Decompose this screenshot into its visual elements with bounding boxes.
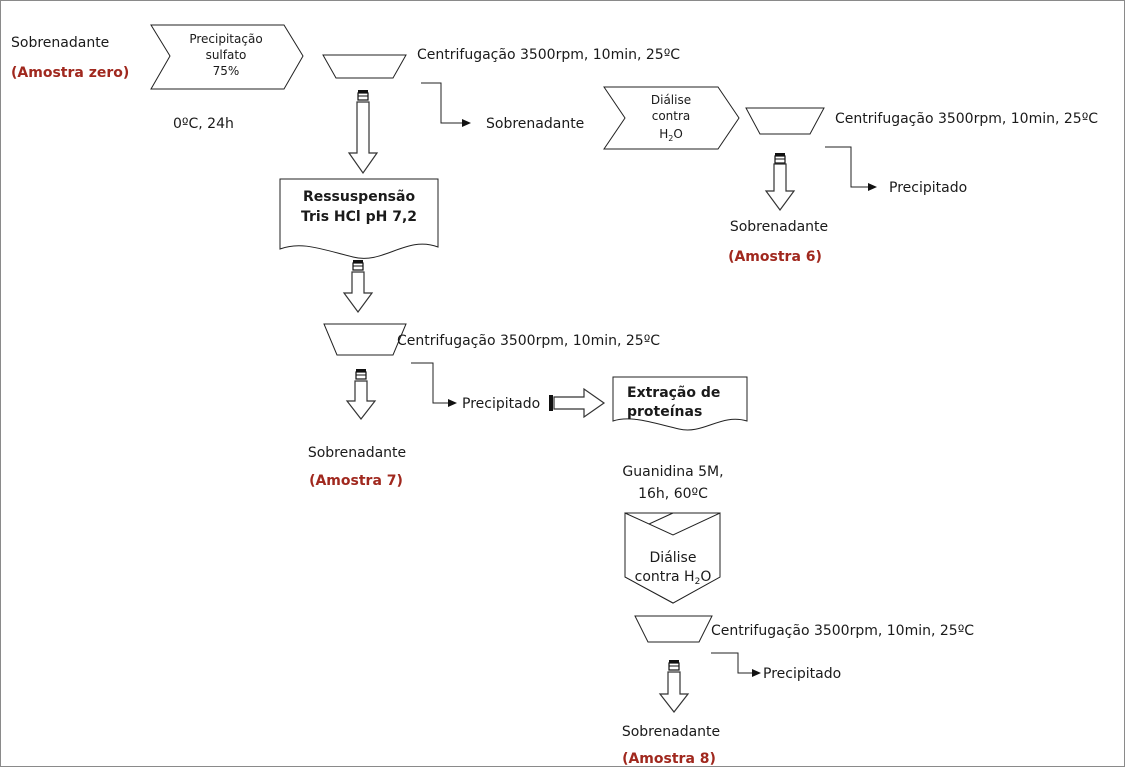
tube-icon: [355, 368, 367, 380]
supernatant-1-label: Sobrenadante: [486, 116, 584, 132]
arrow-head-icon: [448, 399, 457, 407]
extraction-line-2: proteínas: [627, 404, 702, 420]
dialysis-line-2: contra: [652, 109, 691, 123]
tube-icon: [774, 152, 786, 164]
resuspension-line-2: Tris HCl pH 7,2: [301, 209, 417, 225]
dialysis-line-1: Diálise: [651, 93, 691, 107]
centrifugation-4-label: Centrifugação 3500rpm, 10min, 25ºC: [711, 623, 974, 639]
extraction-line-1: Extração de: [627, 385, 720, 401]
centrifugation-1-label: Centrifugação 3500rpm, 10min, 25ºC: [417, 47, 680, 63]
sample-8-label: (Amostra 8): [622, 751, 716, 767]
precipitation-line-1: Precipitação: [189, 32, 262, 46]
dialysis-2-line-1: Diálise: [650, 550, 697, 566]
arrow-head-icon: [462, 119, 471, 127]
connector-line: [411, 362, 449, 404]
arrow-head-icon: [868, 183, 877, 191]
connector-line: [711, 652, 753, 674]
precipitate-2-label: Precipitado: [462, 396, 540, 412]
connector-line: [825, 146, 869, 188]
extraction-step-shape: [612, 376, 748, 431]
down-arrow-icon: [658, 671, 690, 713]
centrifugation-3-label: Centrifugação 3500rpm, 10min, 25ºC: [397, 333, 660, 349]
connector-line: [421, 82, 463, 124]
centrifuge-4-shape: [634, 615, 713, 643]
dialysis-2-water-label: contra H2O: [635, 569, 712, 587]
centrifuge-3-shape: [323, 323, 407, 356]
resuspension-line-1: Ressuspensão: [303, 189, 416, 205]
supernatant-4-label: Sobrenadante: [622, 724, 720, 740]
precipitation-step-shape: [150, 24, 304, 90]
sample-zero-label: (Amostra zero): [11, 65, 129, 81]
sample-7-label: (Amostra 7): [309, 473, 403, 489]
supernatant-2-label: Sobrenadante: [730, 219, 828, 235]
arrow-head-icon: [752, 669, 761, 677]
down-arrow-icon: [345, 380, 377, 420]
guanidine-line-1: Guanidina 5M,: [622, 464, 723, 480]
guanidine-line-2: 16h, 60ºC: [638, 486, 708, 502]
centrifuge-2-shape: [745, 107, 825, 135]
tube-icon: [352, 259, 364, 271]
start-supernatant-label: Sobrenadante: [11, 35, 109, 51]
dialysis-2-chevron-shape: [624, 512, 721, 604]
dialysis-step-shape: [603, 86, 740, 150]
precipitate-3-label: Precipitado: [763, 666, 841, 682]
precipitation-line-3: 75%: [213, 64, 240, 78]
down-arrow-icon: [764, 163, 796, 212]
supernatant-3-label: Sobrenadante: [308, 445, 406, 461]
precipitate-1-label: Precipitado: [889, 180, 967, 196]
down-arrow-icon: [347, 101, 379, 175]
precipitation-condition: 0ºC, 24h: [173, 116, 234, 132]
resuspension-step-shape: [279, 178, 439, 259]
dialysis-water-label: H2O: [659, 127, 683, 143]
right-arrow-icon: [553, 387, 606, 419]
sample-6-label: (Amostra 6): [728, 249, 822, 265]
tube-cap-icon: [549, 395, 553, 411]
tube-icon: [668, 659, 680, 671]
tube-icon: [357, 89, 369, 101]
centrifugation-2-label: Centrifugação 3500rpm, 10min, 25ºC: [835, 111, 1098, 127]
centrifuge-1-shape: [322, 54, 407, 79]
precipitation-line-2: sulfato: [206, 48, 247, 62]
down-arrow-icon: [342, 271, 374, 314]
